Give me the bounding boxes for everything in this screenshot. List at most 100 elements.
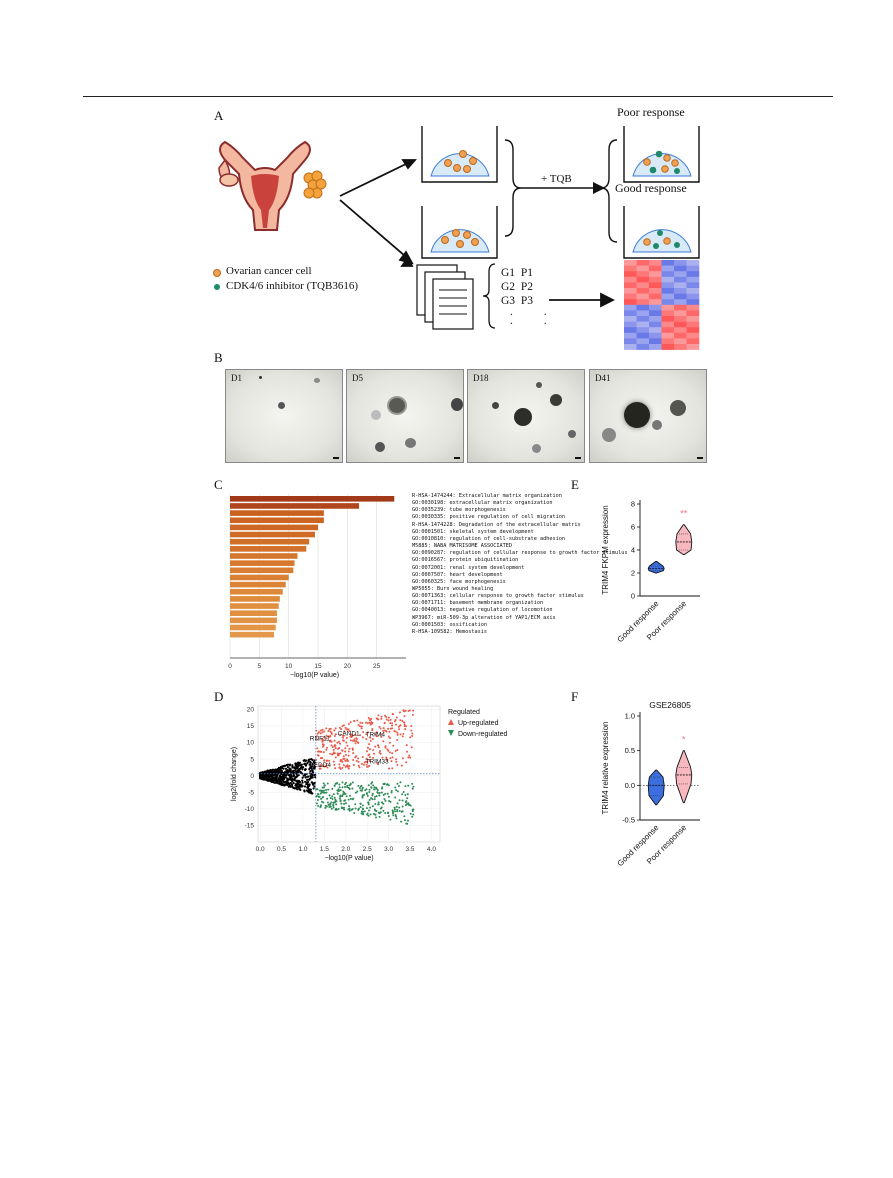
heatmap-cell bbox=[636, 260, 650, 266]
point-up bbox=[395, 723, 398, 726]
x-tick-label: 1.5 bbox=[320, 846, 329, 853]
point-ns bbox=[263, 777, 266, 781]
point-down bbox=[361, 796, 364, 799]
point-up bbox=[319, 729, 322, 732]
heatmap-cell bbox=[661, 265, 675, 272]
point-ns bbox=[299, 788, 302, 792]
point-down bbox=[381, 786, 384, 789]
point-up bbox=[354, 742, 357, 745]
point-up bbox=[374, 745, 377, 748]
point-ns bbox=[298, 785, 301, 789]
point-down bbox=[334, 808, 337, 811]
heatmap-cell bbox=[661, 271, 675, 278]
point-up bbox=[377, 744, 380, 747]
point-ns bbox=[271, 780, 274, 783]
point-up bbox=[339, 752, 342, 755]
heatmap-cell bbox=[624, 260, 637, 266]
well-good-response bbox=[623, 206, 700, 259]
point-up bbox=[354, 734, 357, 737]
point-down bbox=[398, 799, 401, 802]
point-ns bbox=[311, 769, 314, 773]
point-down bbox=[354, 803, 357, 806]
point-down bbox=[325, 788, 328, 791]
point-down bbox=[361, 787, 364, 790]
heatmap-cell bbox=[661, 282, 675, 289]
enrichment-term: GO:0072001: renal system development bbox=[412, 564, 525, 571]
heatmap-cell bbox=[661, 293, 675, 300]
point-up bbox=[351, 748, 354, 751]
point-up bbox=[398, 711, 401, 714]
point-down bbox=[369, 797, 372, 800]
point-down bbox=[344, 783, 347, 786]
point-up bbox=[349, 721, 352, 724]
point-down bbox=[361, 810, 364, 813]
point-up bbox=[350, 733, 353, 736]
point-up bbox=[373, 752, 376, 755]
point-up bbox=[405, 761, 408, 764]
point-up bbox=[391, 756, 394, 759]
point-ns bbox=[309, 777, 312, 780]
point-down bbox=[337, 808, 340, 811]
point-up bbox=[379, 727, 382, 730]
point-ns bbox=[307, 785, 310, 788]
point-ns bbox=[296, 767, 299, 770]
point-down bbox=[322, 791, 325, 794]
point-down bbox=[341, 786, 344, 789]
point-up bbox=[377, 714, 380, 717]
point-up bbox=[325, 727, 328, 730]
gene-label: RNF11 bbox=[310, 735, 330, 742]
point-up bbox=[361, 755, 364, 758]
point-down bbox=[318, 795, 321, 798]
point-ns bbox=[305, 782, 308, 786]
heatmap-cell bbox=[661, 344, 675, 350]
point-down bbox=[365, 788, 368, 791]
point-down bbox=[383, 783, 386, 786]
point-down bbox=[392, 812, 395, 815]
point-down bbox=[344, 785, 347, 788]
x-tick-label: 25 bbox=[373, 663, 381, 670]
point-ns bbox=[293, 778, 296, 782]
heatmap-cell bbox=[649, 299, 662, 306]
gene-label: TRIM4 bbox=[365, 732, 385, 739]
gene-label: NEDD4 bbox=[309, 762, 331, 769]
point-up bbox=[384, 746, 387, 749]
legend-marker bbox=[448, 719, 454, 725]
point-down bbox=[323, 791, 326, 794]
point-up bbox=[377, 746, 380, 749]
heatmap-cell bbox=[686, 265, 700, 272]
point-down bbox=[354, 791, 357, 794]
panel-f-label: F bbox=[571, 689, 579, 704]
point-up bbox=[396, 749, 399, 752]
organoid bbox=[602, 428, 616, 442]
point-up bbox=[343, 757, 346, 760]
enrichment-term: WP5055: Burn wound healing bbox=[412, 585, 494, 592]
point-up bbox=[399, 733, 402, 736]
point-up bbox=[338, 726, 341, 729]
point-up bbox=[365, 738, 368, 741]
point-up bbox=[319, 757, 322, 760]
point-up bbox=[382, 727, 385, 730]
heatmap-cell bbox=[636, 316, 650, 322]
point-down bbox=[327, 788, 330, 791]
point-up bbox=[409, 736, 412, 739]
heatmap-cell bbox=[624, 271, 637, 278]
y-tick-label: 6 bbox=[631, 523, 635, 532]
heatmap-cell bbox=[686, 316, 700, 322]
point-up bbox=[408, 754, 411, 757]
point-up bbox=[396, 738, 399, 741]
point-down bbox=[370, 782, 373, 785]
heatmap-cell bbox=[649, 321, 662, 328]
point-ns bbox=[313, 764, 316, 768]
enrichment-bar bbox=[230, 538, 310, 545]
heatmap-cell bbox=[674, 276, 687, 283]
point-down bbox=[332, 804, 335, 807]
point-down bbox=[321, 786, 324, 789]
point-down bbox=[396, 802, 399, 805]
point-down bbox=[335, 800, 338, 803]
point-up bbox=[410, 725, 413, 728]
point-up bbox=[368, 756, 371, 759]
gene-ellipsis: . . bbox=[510, 315, 561, 327]
scale-bar bbox=[333, 457, 339, 459]
organoid bbox=[387, 396, 407, 415]
heatmap-cell bbox=[636, 288, 650, 294]
